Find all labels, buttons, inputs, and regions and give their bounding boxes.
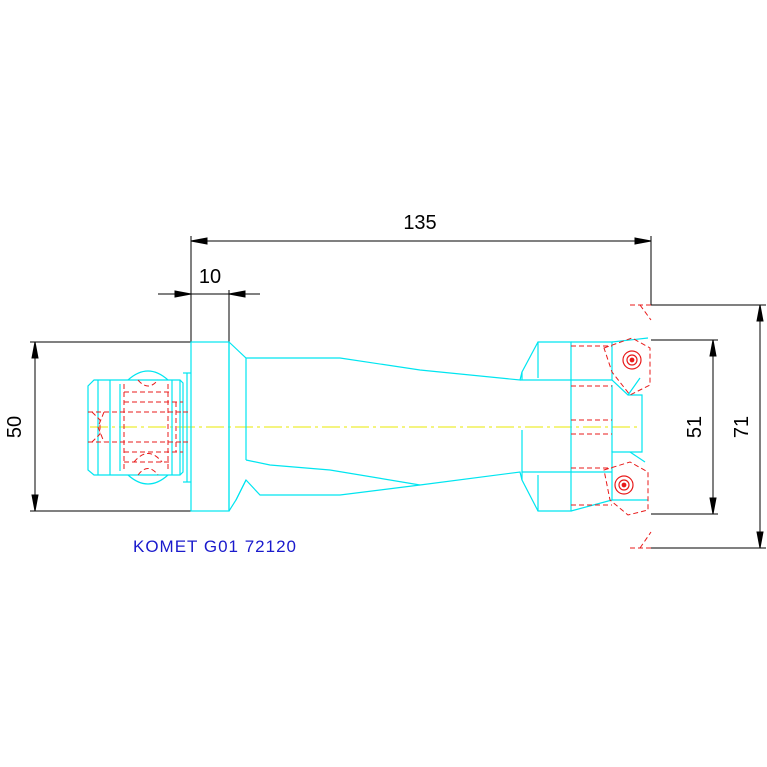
dim-label-flange-width: 10 bbox=[199, 266, 221, 288]
dim-label-inner-diameter: 51 bbox=[684, 416, 706, 438]
dim-label-shank-diameter: 50 bbox=[4, 416, 26, 438]
upper-screw-icon bbox=[622, 350, 642, 370]
tool-body bbox=[87, 337, 649, 512]
dimension-lines bbox=[30, 236, 766, 549]
dim-label-outer-diameter: 71 bbox=[731, 416, 753, 438]
part-label: KOMET G01 72120 bbox=[133, 537, 297, 556]
insert-screws bbox=[614, 350, 642, 495]
lower-screw-icon bbox=[614, 475, 634, 495]
hidden-features bbox=[88, 304, 652, 549]
dim-label-overall-length: 135 bbox=[403, 212, 436, 234]
